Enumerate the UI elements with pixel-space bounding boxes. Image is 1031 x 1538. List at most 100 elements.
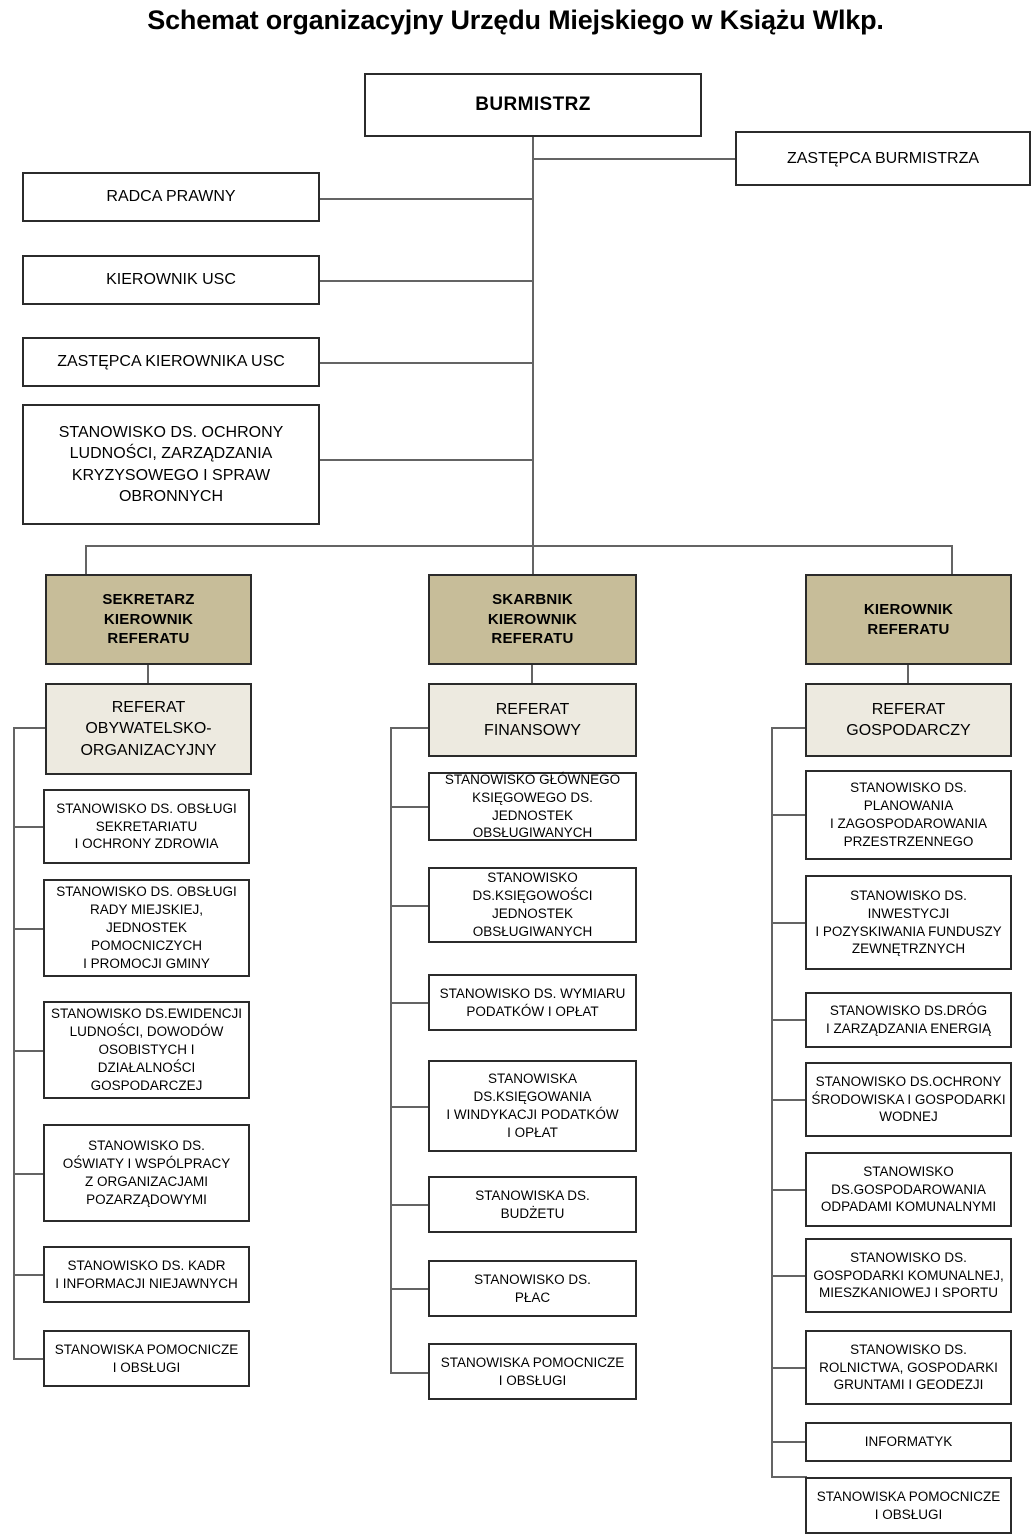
node-col1-pos-3-label: STANOWISKO DS. OŚWIATY I WSPÓLPRACY Z OR… xyxy=(62,1138,231,1207)
node-burmistrz-label: BURMISTRZ xyxy=(475,94,591,116)
node-col2-pos-5-label: STANOWISKO DS. PŁAC xyxy=(474,1271,591,1305)
node-col2-pos-3-label: STANOWISKA DS.KSIĘGOWANIA I WINDYKACJI P… xyxy=(446,1071,619,1140)
connector-col3-pos-4 xyxy=(771,1189,807,1191)
connector-col1-rail xyxy=(13,727,15,1359)
node-col3-pos-4[interactable]: STANOWISKO DS.GOSPODAROWANIA ODPADAMI KO… xyxy=(805,1152,1012,1227)
node-sekretarz-kierownik-referatu-label: SEKRETARZ KIEROWNIK REFERATU xyxy=(102,590,195,648)
node-radca-prawny-label: RADCA PRAWNY xyxy=(106,188,236,206)
connector-spine-kierownik-usc xyxy=(318,280,534,282)
node-referat-gospodarczy-label: REFERAT GOSPODARCZY xyxy=(846,700,971,739)
node-kierownik-referatu-gospodarczego[interactable]: KIEROWNIK REFERATU xyxy=(805,574,1012,665)
connector-col1-pos-1 xyxy=(13,928,45,930)
node-col1-pos-2[interactable]: STANOWISKO DS.EWIDENCJI LUDNOŚCI, DOWODÓ… xyxy=(43,1001,250,1099)
node-col3-pos-1[interactable]: STANOWISKO DS. INWESTYCJI I POZYSKIWANIA… xyxy=(805,875,1012,970)
node-zastepca-kierownika-usc[interactable]: ZASTĘPCA KIEROWNIKA USC xyxy=(22,337,320,387)
connector-col3-pos-2 xyxy=(771,1019,807,1021)
node-col3-pos-5-label: STANOWISKO DS. GOSPODARKI KOMUNALNEJ, MI… xyxy=(813,1249,1004,1301)
node-col1-pos-5-label: STANOWISKA POMOCNICZE I OBSŁUGI xyxy=(54,1341,239,1375)
connector-col2-pos-0 xyxy=(390,806,430,808)
node-col3-pos-1-label: STANOWISKO DS. INWESTYCJI I POZYSKIWANIA… xyxy=(815,887,1002,957)
node-col2-pos-5[interactable]: STANOWISKO DS. PŁAC xyxy=(428,1260,637,1317)
node-col3-pos-3-label: STANOWISKO DS.OCHRONY ŚRODOWISKA I GOSPO… xyxy=(811,1073,1006,1125)
node-col1-pos-1-label: STANOWISKO DS. OBSŁUGI RADY MIEJSKIEJ, J… xyxy=(56,884,237,971)
connector-col2-pos-6 xyxy=(390,1372,430,1374)
node-radca-prawny[interactable]: RADCA PRAWNY xyxy=(22,172,320,222)
connector-col1-pos-4 xyxy=(13,1274,45,1276)
node-kierownik-referatu-gospodarczego-label: KIEROWNIK REFERATU xyxy=(863,600,954,638)
node-col2-pos-0-label: STANOWISKO GŁÓWNEGO KSIĘGOWEGO DS. JEDNO… xyxy=(444,771,621,841)
node-col3-pos-8-label: STANOWISKA POMOCNICZE I OBSŁUGI xyxy=(816,1488,1001,1522)
connector-col3-pos-7 xyxy=(771,1441,807,1443)
node-col2-pos-6[interactable]: STANOWISKA POMOCNICZE I OBSŁUGI xyxy=(428,1343,637,1400)
node-zastepca-kierownika-usc-label: ZASTĘPCA KIEROWNIKA USC xyxy=(57,353,285,371)
connector-col2-head-unit xyxy=(531,665,533,684)
node-col1-pos-4[interactable]: STANOWISKO DS. KADR I INFORMACJI NIEJAWN… xyxy=(43,1246,250,1303)
node-col2-pos-1-label: STANOWISKO DS.KSIĘGOWOŚCI JEDNOSTEK OBSŁ… xyxy=(472,870,593,939)
connector-spine-zastepca-kierownika-usc xyxy=(318,362,534,364)
node-col3-pos-0[interactable]: STANOWISKO DS. PLANOWANIA I ZAGOSPODAROW… xyxy=(805,770,1012,860)
connector-col3-rail-top xyxy=(771,727,807,729)
node-col2-pos-3[interactable]: STANOWISKA DS.KSIĘGOWANIA I WINDYKACJI P… xyxy=(428,1060,637,1152)
node-col3-pos-6-label: STANOWISKO DS. ROLNICTWA, GOSPODARKI GRU… xyxy=(819,1341,998,1393)
connector-col1-pos-5 xyxy=(13,1358,45,1360)
node-kierownik-usc[interactable]: KIEROWNIK USC xyxy=(22,255,320,305)
node-col3-pos-0-label: STANOWISKO DS. PLANOWANIA I ZAGOSPODAROW… xyxy=(829,780,988,849)
node-col3-pos-7-label: INFORMATYK xyxy=(864,1434,953,1450)
node-col1-pos-0[interactable]: STANOWISKO DS. OBSŁUGI SEKRETARIATU I OC… xyxy=(43,789,250,864)
node-col2-pos-1[interactable]: STANOWISKO DS.KSIĘGOWOŚCI JEDNOSTEK OBSŁ… xyxy=(428,867,637,943)
connector-col3-pos-8 xyxy=(771,1476,807,1478)
connector-col2-pos-5 xyxy=(390,1288,430,1290)
node-zastepca-burmistrza-label: ZASTĘPCA BURMISTRZA xyxy=(786,149,980,167)
node-col2-pos-4-label: STANOWISKA DS. BUDŻETU xyxy=(475,1187,590,1221)
connector-col1-rail-top xyxy=(13,727,47,729)
node-zastepca-burmistrza[interactable]: ZASTĘPCA BURMISTRZA xyxy=(735,131,1031,186)
connector-col3-head-unit xyxy=(907,665,909,684)
node-col3-pos-3[interactable]: STANOWISKO DS.OCHRONY ŚRODOWISKA I GOSPO… xyxy=(805,1062,1012,1137)
connector-department-bus xyxy=(85,545,953,547)
connector-drop-col-2 xyxy=(532,545,534,576)
node-col1-pos-4-label: STANOWISKO DS. KADR I INFORMACJI NIEJAWN… xyxy=(55,1257,238,1291)
connector-col3-pos-0 xyxy=(771,814,807,816)
node-col2-pos-6-label: STANOWISKA POMOCNICZE I OBSŁUGI xyxy=(440,1354,625,1388)
node-sekretarz-kierownik-referatu[interactable]: SEKRETARZ KIEROWNIK REFERATU xyxy=(45,574,252,665)
connector-spine-ochrona-ludnosci xyxy=(318,459,534,461)
node-col3-pos-5[interactable]: STANOWISKO DS. GOSPODARKI KOMUNALNEJ, MI… xyxy=(805,1238,1012,1313)
connector-col2-rail-top xyxy=(390,727,430,729)
node-col3-pos-2-label: STANOWISKO DS.DRÓG I ZARZĄDZANIA ENERGIĄ xyxy=(825,1003,992,1036)
connector-col2-pos-1 xyxy=(390,905,430,907)
connector-col1-head-unit xyxy=(147,665,149,684)
node-col2-pos-0[interactable]: STANOWISKO GŁÓWNEGO KSIĘGOWEGO DS. JEDNO… xyxy=(428,772,637,841)
node-col1-pos-5[interactable]: STANOWISKA POMOCNICZE I OBSŁUGI xyxy=(43,1330,250,1387)
connector-col1-pos-0 xyxy=(13,826,45,828)
connector-col2-pos-3 xyxy=(390,1106,430,1108)
connector-mayor-spine xyxy=(532,136,534,546)
node-ochrona-ludnosci-label: STANOWISKO DS. OCHRONY LUDNOŚCI, ZARZĄDZ… xyxy=(58,424,284,505)
node-referat-finansowy[interactable]: REFERAT FINANSOWY xyxy=(428,683,637,757)
node-col2-pos-2[interactable]: STANOWISKO DS. WYMIARU PODATKÓW I OPŁAT xyxy=(428,974,637,1031)
node-referat-obywatelsko-organizacyjny[interactable]: REFERAT OBYWATELSKO- ORGANIZACYJNY xyxy=(45,683,252,775)
connector-col2-pos-4 xyxy=(390,1204,430,1206)
node-col3-pos-2[interactable]: STANOWISKO DS.DRÓG I ZARZĄDZANIA ENERGIĄ xyxy=(805,992,1012,1048)
connector-col3-pos-5 xyxy=(771,1275,807,1277)
node-col1-pos-1[interactable]: STANOWISKO DS. OBSŁUGI RADY MIEJSKIEJ, J… xyxy=(43,879,250,977)
node-skarbnik-kierownik-referatu[interactable]: SKARBNIK KIEROWNIK REFERATU xyxy=(428,574,637,665)
connector-col3-pos-3 xyxy=(771,1099,807,1101)
node-referat-gospodarczy[interactable]: REFERAT GOSPODARCZY xyxy=(805,683,1012,757)
connector-drop-col-1 xyxy=(85,545,87,576)
node-col3-pos-6[interactable]: STANOWISKO DS. ROLNICTWA, GOSPODARKI GRU… xyxy=(805,1330,1012,1405)
connector-mayor-deputy xyxy=(532,158,737,160)
node-col3-pos-8[interactable]: STANOWISKA POMOCNICZE I OBSŁUGI xyxy=(805,1477,1012,1534)
node-ochrona-ludnosci[interactable]: STANOWISKO DS. OCHRONY LUDNOŚCI, ZARZĄDZ… xyxy=(22,404,320,525)
node-col1-pos-2-label: STANOWISKO DS.EWIDENCJI LUDNOŚCI, DOWODÓ… xyxy=(50,1006,242,1093)
node-col2-pos-2-label: STANOWISKO DS. WYMIARU PODATKÓW I OPŁAT xyxy=(439,985,626,1019)
node-burmistrz[interactable]: BURMISTRZ xyxy=(364,73,702,137)
page-title: Schemat organizacyjny Urzędu Miejskiego … xyxy=(147,5,884,35)
node-col1-pos-3[interactable]: STANOWISKO DS. OŚWIATY I WSPÓLPRACY Z OR… xyxy=(43,1124,250,1222)
node-col3-pos-4-label: STANOWISKO DS.GOSPODAROWANIA ODPADAMI KO… xyxy=(820,1163,997,1215)
node-col2-pos-4[interactable]: STANOWISKA DS. BUDŻETU xyxy=(428,1176,637,1233)
node-col3-pos-7[interactable]: INFORMATYK xyxy=(805,1422,1012,1462)
node-referat-finansowy-label: REFERAT FINANSOWY xyxy=(484,700,581,739)
connector-col1-pos-2 xyxy=(13,1050,45,1052)
node-col1-pos-0-label: STANOWISKO DS. OBSŁUGI SEKRETARIATU I OC… xyxy=(56,800,237,852)
